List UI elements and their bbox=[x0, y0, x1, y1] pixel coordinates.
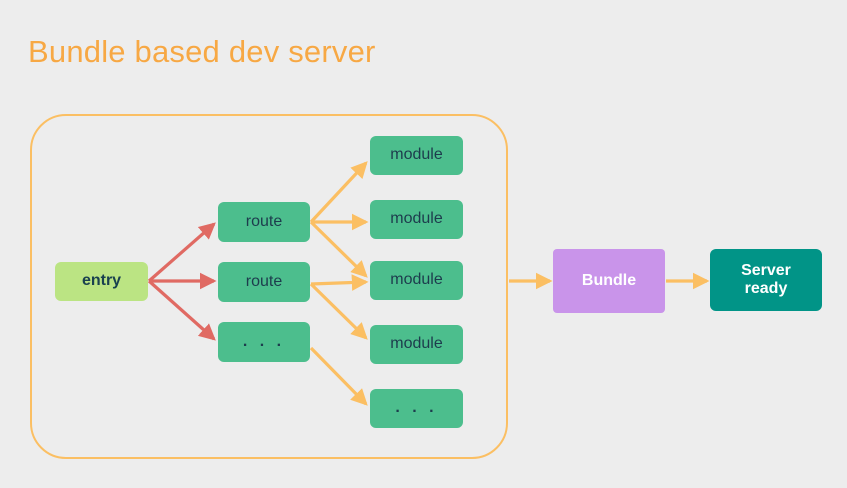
node-route-1-label: route bbox=[245, 212, 283, 230]
node-route-2[interactable]: route bbox=[218, 262, 310, 302]
node-module-4-label: module bbox=[390, 335, 443, 353]
node-server-ready[interactable]: Server ready bbox=[710, 249, 822, 311]
node-module-3-label: module bbox=[390, 271, 443, 289]
node-module-3[interactable]: module bbox=[370, 261, 463, 300]
page-title: Bundle based dev server bbox=[28, 34, 376, 69]
node-bundle[interactable]: Bundle bbox=[553, 249, 665, 313]
node-module-ellipsis-label: . . . bbox=[395, 399, 438, 417]
node-route-2-label: route bbox=[245, 272, 283, 290]
node-module-2[interactable]: module bbox=[370, 200, 463, 239]
node-entry-label: entry bbox=[81, 272, 122, 290]
node-module-4[interactable]: module bbox=[370, 325, 463, 364]
bundle-group-frame bbox=[30, 114, 508, 459]
node-module-ellipsis[interactable]: . . . bbox=[370, 389, 463, 428]
node-module-1[interactable]: module bbox=[370, 136, 463, 175]
node-entry[interactable]: entry bbox=[55, 262, 148, 301]
node-module-1-label: module bbox=[390, 146, 443, 164]
node-route-ellipsis[interactable]: . . . bbox=[218, 322, 310, 362]
node-bundle-label: Bundle bbox=[581, 271, 637, 289]
node-route-ellipsis-label: . . . bbox=[242, 332, 286, 350]
node-module-2-label: module bbox=[390, 210, 443, 228]
node-server-ready-label: Server ready bbox=[741, 261, 791, 297]
node-route-1[interactable]: route bbox=[218, 202, 310, 242]
